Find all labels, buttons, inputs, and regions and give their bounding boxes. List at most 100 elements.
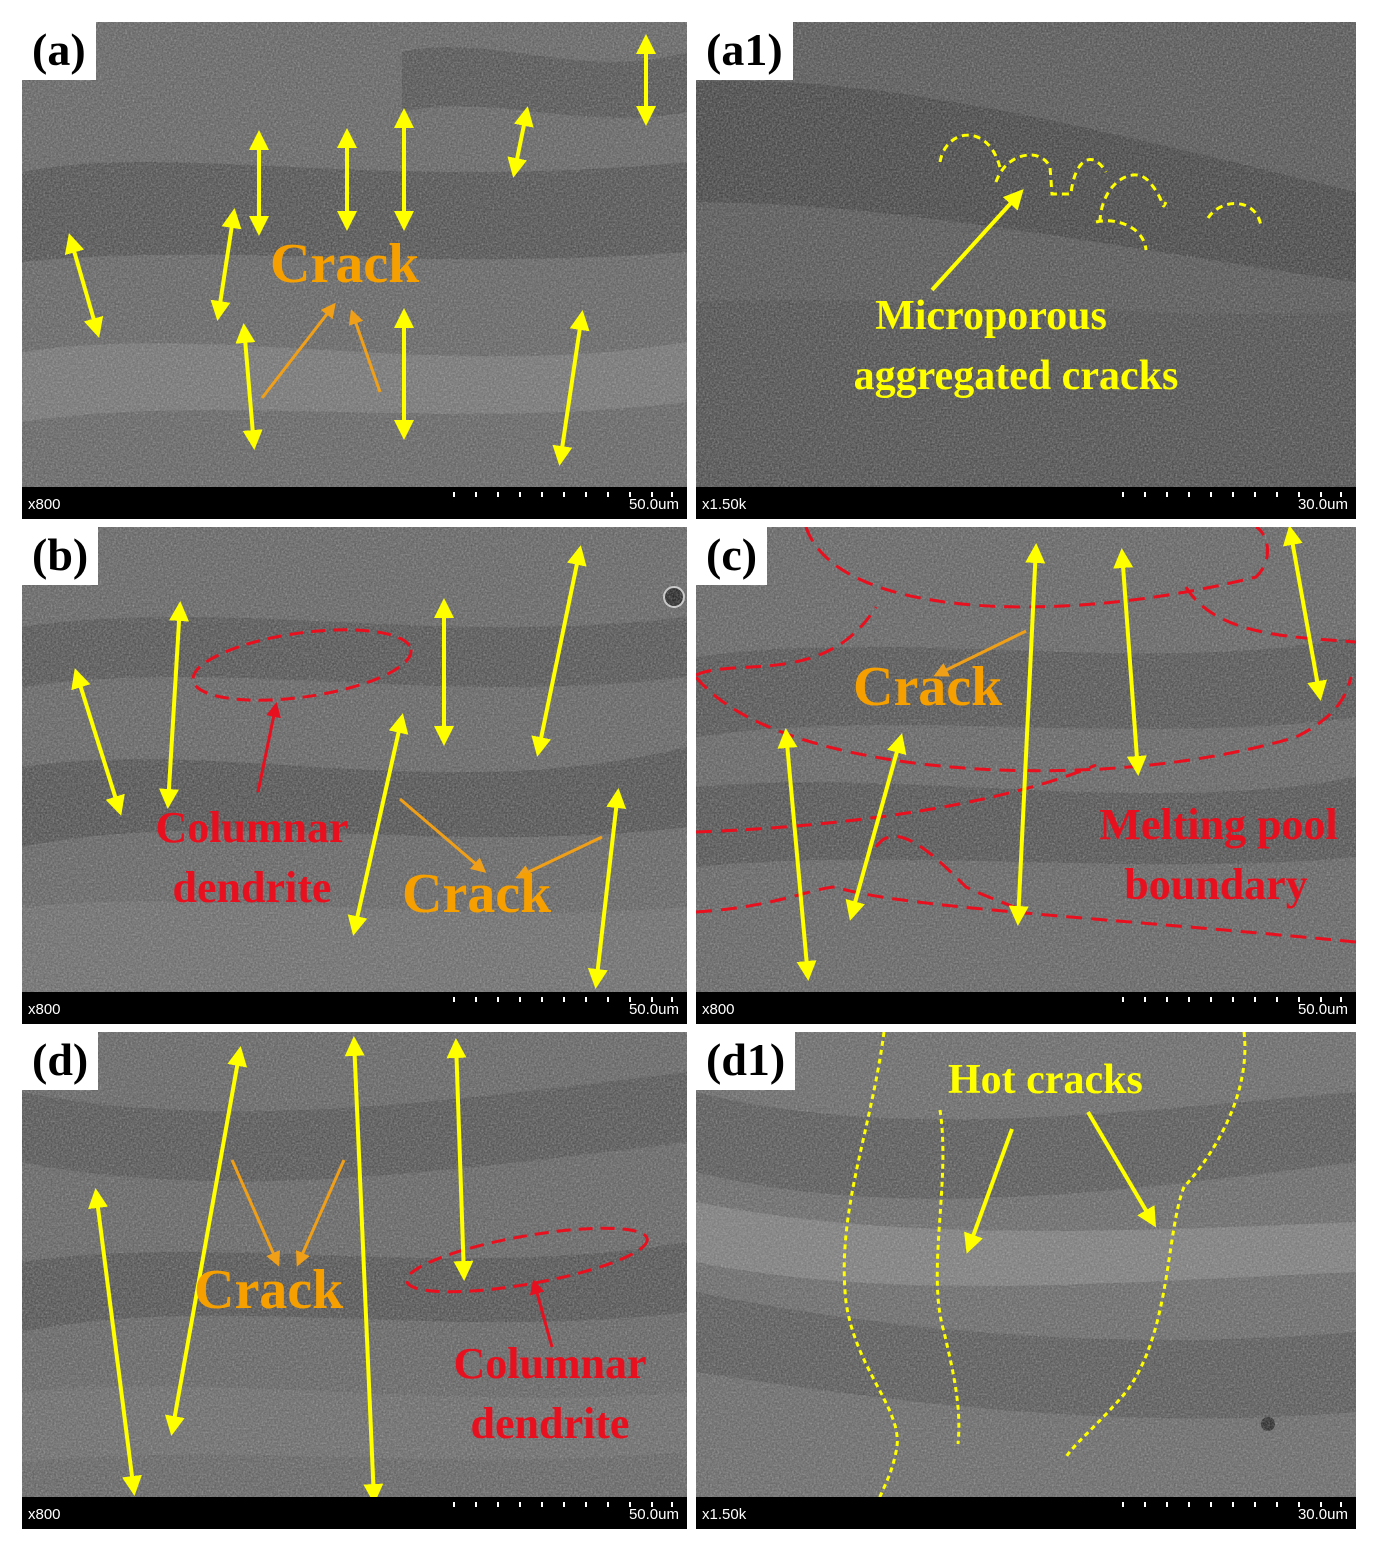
arrow [1113,548,1147,776]
arrow [164,1046,248,1436]
panel-d1: Hot cracks (d1) x1.50k 30.0um [696,1032,1356,1529]
hot-crack-outline [935,1109,961,1445]
annotations-d [88,1036,649,1504]
boundary-line2: boundary [1124,860,1308,909]
dendrite-pointer [529,1279,554,1348]
magnification: x1.50k [702,496,747,513]
annotations-b [71,545,627,989]
panel-a: Crack (a) x800 50.0um [22,22,687,519]
boundary-line [696,606,878,677]
arrow [64,233,104,338]
panel-label: (b) [22,527,99,585]
crack-outline [1095,219,1148,251]
arrow [158,601,190,809]
magnification: x800 [28,1506,61,1523]
crack-pointer [930,189,1024,292]
crack-pointer [295,1159,346,1267]
micrograph-a [22,22,687,519]
arrow [446,1038,474,1281]
arrow [71,668,125,816]
boundary-line [696,676,1353,773]
panel-label: (d1) [696,1032,796,1090]
scale-ticks [1122,996,1342,1002]
crack-outline [1098,173,1168,223]
dendrite-line2: dendrite [470,1399,630,1448]
micrograph-d1 [696,1032,1356,1529]
annotations-d1 [842,1032,1247,1503]
magnification: x800 [702,1001,735,1018]
scale-value: 50.0um [628,1506,679,1523]
dendrite-outline [405,1226,649,1294]
crack-pointer [1086,1110,1157,1228]
scale-ticks [1122,491,1342,497]
micrograph-a1 [696,22,1356,519]
magnification: x800 [28,496,61,513]
scale-value: 50.0um [628,1001,679,1018]
crack-pointer [260,302,336,399]
boundary-line [1184,586,1356,644]
arrow [235,323,263,450]
arrow [531,545,587,757]
scale-ticks [453,1501,673,1507]
scale-value: 50.0um [1297,1001,1348,1018]
scale-bar: x800 50.0um [22,1497,687,1529]
crack-label: Crack [853,656,1003,718]
arrow [88,1188,142,1496]
scale-bar: x800 50.0um [22,992,687,1024]
dendrite-pointer [256,702,281,793]
scale-ticks [1122,1501,1342,1507]
annotations-a [64,34,656,466]
panel-label: (d) [22,1032,99,1090]
scale-bar: x800 50.0um [22,487,687,519]
arrow [347,713,409,936]
scale-value: 30.0um [1297,1506,1348,1523]
panel-d: Crack Columnar dendrite (d) x800 50.0um [22,1032,687,1529]
panel-label: (a1) [696,22,793,80]
scale-value: 30.0um [1297,496,1348,513]
dendrite-outline [191,628,413,702]
arrow [1282,527,1328,701]
crack-pointer [399,797,487,873]
scale-value: 50.0um [628,496,679,513]
arrow [777,728,817,981]
crack-outline [1206,202,1263,227]
scale-bar: x1.50k 30.0um [696,1497,1356,1529]
note-label: Hot cracks [948,1057,1143,1103]
crack-pointer [230,1159,281,1267]
arrow [587,788,627,989]
crack-outline [994,153,1108,196]
scale-ticks [453,996,673,1002]
crack-label: Crack [194,1259,344,1321]
scale-bar: x1.50k 30.0um [696,487,1356,519]
panel-a1: Microporous aggregated cracks (a1) x1.50… [696,22,1356,519]
arrow [552,310,590,466]
arrow [210,208,242,321]
crack-pointer [933,629,1027,677]
note-line1: Microporous [875,293,1107,339]
panel-label: (c) [696,527,768,585]
dendrite-line2: dendrite [172,863,332,912]
dendrite-line1: Columnar [155,803,349,852]
crack-pointer [515,835,603,879]
scale-bar: x800 50.0um [696,992,1356,1024]
annotations-a1 [930,133,1263,292]
crack-label: Crack [402,863,552,925]
crack-outline [938,133,1003,173]
note-line2: aggregated cracks [853,353,1179,399]
arrow [1008,543,1046,926]
magnification: x1.50k [702,1506,747,1523]
boundary-line [804,527,1270,609]
crack-pointer [348,309,382,393]
annotations-c [696,527,1356,981]
arrow [845,733,907,921]
panel-label: (a) [22,22,96,80]
scale-ticks [453,491,673,497]
arrow [507,106,534,178]
hot-crack-outline [842,1032,899,1503]
hot-crack-outline [1064,1032,1247,1458]
crack-label: Crack [270,233,420,295]
crack-pointer [964,1128,1014,1254]
panel-c: Crack Melting pool boundary (c) x800 50.… [696,527,1356,1024]
dendrite-line1: Columnar [453,1339,647,1388]
boundary-line1: Melting pool [1099,800,1338,849]
